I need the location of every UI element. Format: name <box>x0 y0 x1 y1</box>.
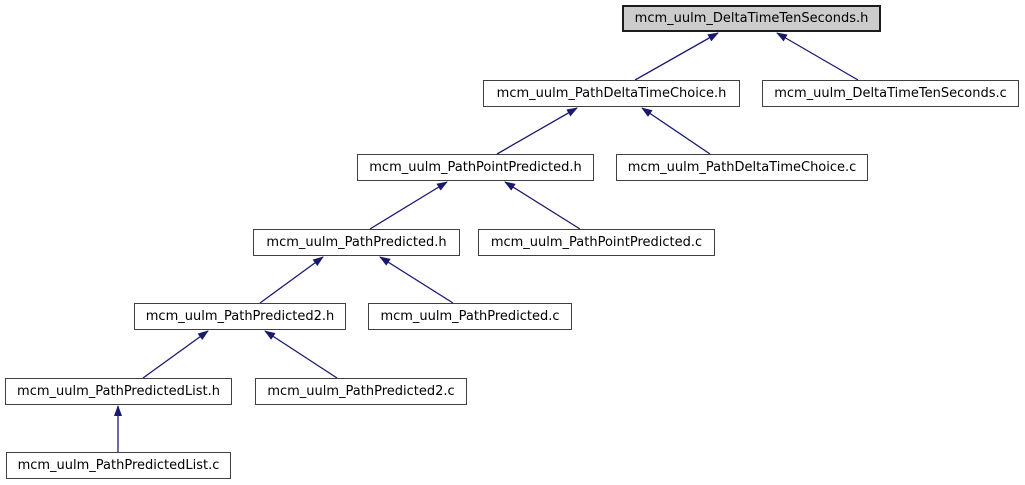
edge-pathpredicted2-c-to-pathpredicted2-h <box>264 330 338 379</box>
node-mcm-uulm-pathpredicted-h[interactable]: mcm_uulm_PathPredicted.h <box>253 229 460 256</box>
node-mcm-uulm-pathdeltatimechoice-c[interactable]: mcm_uulm_PathDeltaTimeChoice.c <box>616 154 868 181</box>
node-mcm-uulm-pathpredictedlist-c[interactable]: mcm_uulm_PathPredictedList.c <box>6 452 231 479</box>
node-mcm-uulm-pathpredicted-c[interactable]: mcm_uulm_PathPredicted.c <box>368 303 572 330</box>
edge-pathdeltatimechoice-h-to-deltatimetenseconds-h <box>634 32 719 81</box>
edge-pathpointpredicted-c-to-pathpointpredicted-h <box>504 181 581 230</box>
edge-pathdeltatimechoice-c-to-pathdeltatimechoice-h <box>641 107 711 155</box>
node-mcm-uulm-pathpredicted2-c[interactable]: mcm_uulm_PathPredicted2.c <box>255 378 467 405</box>
edge-pathpointpredicted-h-to-pathdeltatimechoice-h <box>496 107 578 155</box>
node-mcm-uulm-deltatimetenseconds-h: mcm_uulm_DeltaTimeTenSeconds.h <box>622 5 881 32</box>
edge-pathpredicted-c-to-pathpredicted-h <box>379 256 454 304</box>
node-mcm-uulm-pathpointpredicted-h[interactable]: mcm_uulm_PathPointPredicted.h <box>357 154 594 181</box>
node-mcm-uulm-pathpredictedlist-h[interactable]: mcm_uulm_PathPredictedList.h <box>5 378 232 405</box>
node-mcm-uulm-pathpredicted2-h[interactable]: mcm_uulm_PathPredicted2.h <box>134 303 346 330</box>
edge-pathpredicted-h-to-pathpointpredicted-h <box>369 181 448 230</box>
node-mcm-uulm-pathdeltatimechoice-h[interactable]: mcm_uulm_PathDeltaTimeChoice.h <box>483 80 740 107</box>
edge-pathpredicted2-h-to-pathpredicted-h <box>259 256 324 304</box>
node-mcm-uulm-pathpointpredicted-c[interactable]: mcm_uulm_PathPointPredicted.c <box>478 229 715 256</box>
edge-pathpredictedlist-h-to-pathpredicted2-h <box>142 330 209 379</box>
node-mcm-uulm-deltatimetenseconds-c[interactable]: mcm_uulm_DeltaTimeTenSeconds.c <box>762 80 1019 107</box>
edge-deltatimetenseconds-c-to-deltatimetenseconds-h <box>776 32 859 81</box>
